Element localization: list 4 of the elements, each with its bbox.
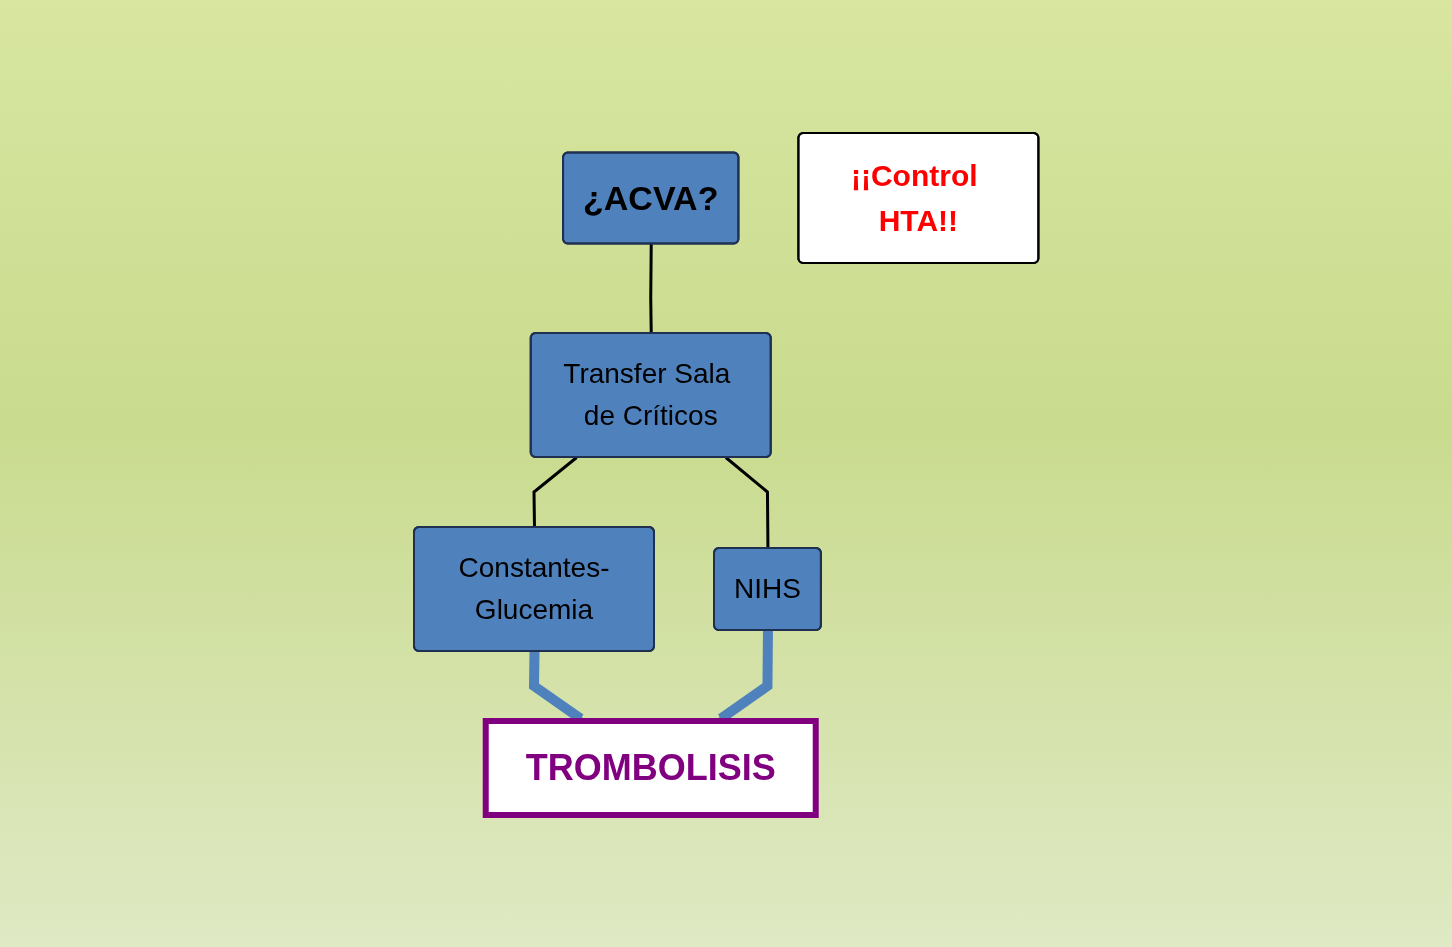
- connector: [532, 455, 578, 528]
- connector: [724, 455, 770, 548]
- connector: [649, 243, 653, 334]
- node-box: TROMBOLISIS: [482, 717, 819, 818]
